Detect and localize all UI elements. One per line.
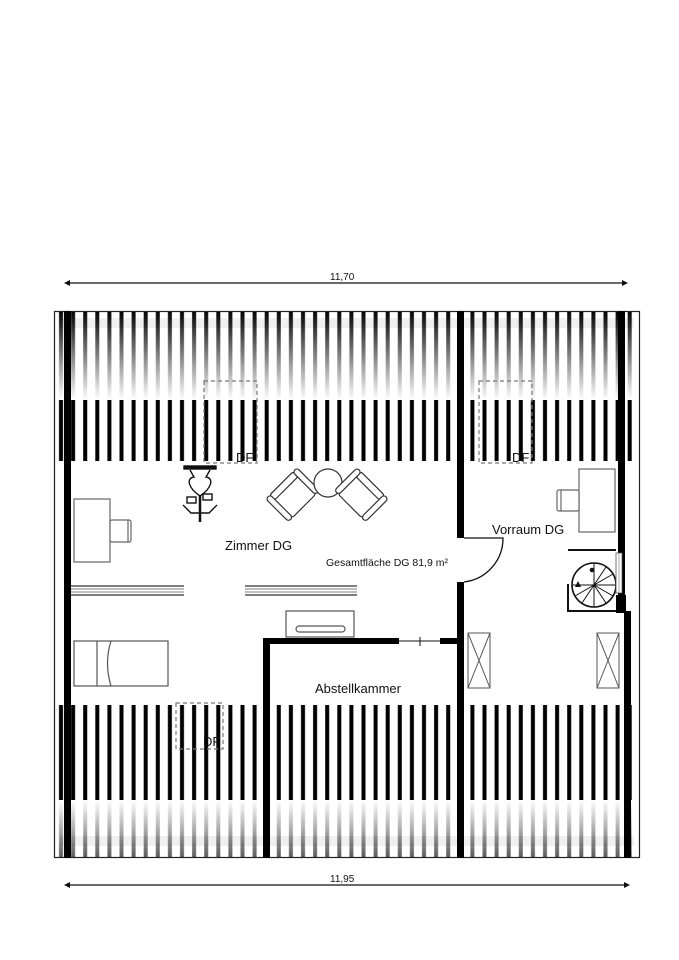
door-swing bbox=[463, 537, 504, 583]
skylight-label-3: DF bbox=[203, 734, 221, 749]
desk-left bbox=[73, 498, 132, 563]
railing-right bbox=[245, 585, 357, 596]
total-area-label: Gesamtfläche DG 81,9 m² bbox=[326, 557, 448, 569]
roof-slope-bottom bbox=[54, 705, 640, 858]
door-opening bbox=[399, 637, 440, 646]
shaft-right bbox=[596, 632, 620, 689]
room-label-abstellkammer: Abstellkammer bbox=[315, 681, 401, 696]
dimension-bottom-label: 11,95 bbox=[330, 874, 355, 885]
room-label-vorraum: Vorraum DG bbox=[492, 522, 565, 537]
skylight-1 bbox=[203, 380, 258, 464]
dimension-top-label: 11,70 bbox=[330, 272, 355, 283]
bed bbox=[73, 640, 169, 687]
sideboard bbox=[285, 610, 355, 638]
dimension-bottom bbox=[64, 882, 630, 888]
skylight-label-1: DF bbox=[236, 450, 254, 465]
dimension-top bbox=[64, 280, 628, 286]
skylight-3 bbox=[175, 702, 224, 750]
spiral-staircase bbox=[567, 549, 623, 612]
shaft-left bbox=[467, 632, 491, 689]
armchairs bbox=[266, 468, 388, 521]
railing-left bbox=[71, 585, 184, 596]
outer-frame bbox=[53, 310, 641, 859]
skylight-label-2: DF bbox=[512, 450, 530, 465]
room-label-zimmer: Zimmer DG bbox=[225, 538, 293, 553]
walls bbox=[64, 311, 631, 858]
roof-slope-top bbox=[54, 311, 640, 461]
desk-right bbox=[556, 468, 616, 533]
plant-stand bbox=[182, 465, 218, 522]
skylight-2 bbox=[478, 380, 533, 464]
